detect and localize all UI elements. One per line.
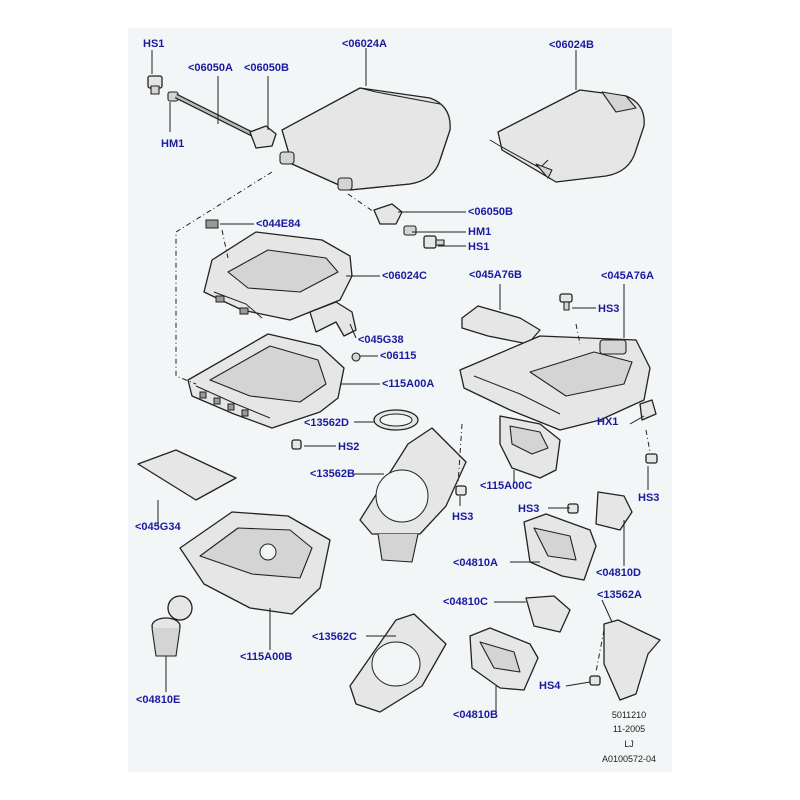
bezel-13562B — [359, 427, 467, 563]
callout-13562B: <13562B — [310, 468, 355, 480]
callout-044E84: <044E84 — [256, 218, 301, 230]
callout-04810C: <04810C — [443, 596, 488, 608]
pocket-04810C — [525, 595, 571, 633]
callout-115A00C: <115A00C — [480, 480, 533, 492]
screw-hs3-a — [559, 293, 573, 311]
armrest-lid-06024A — [279, 87, 451, 191]
callout-06050B-top: <06050B — [244, 62, 289, 74]
hinge-pin-hm1-mid — [403, 225, 417, 236]
screw-hs3-c — [645, 453, 658, 464]
footer-drawing-id: A0100572-04 — [601, 754, 657, 764]
callout-04810D: <04810D — [596, 567, 641, 579]
callout-115A00B: <115A00B — [240, 651, 293, 663]
bolt-hs1-mid — [423, 235, 445, 249]
callout-13562D: <13562D — [304, 417, 349, 429]
pocket-04810D — [595, 491, 633, 531]
callout-06024A: <06024A — [342, 38, 387, 50]
trim-13562A — [603, 619, 661, 701]
hinge-pin-06050A — [167, 91, 254, 137]
callout-hs1-mid: HS1 — [468, 241, 490, 253]
clip-06115 — [351, 352, 361, 362]
bin-115A00B — [179, 511, 331, 615]
callout-06024B: <06024B — [549, 39, 594, 51]
callout-06050B-mid: <06050B — [468, 206, 513, 218]
armrest-lid-06024B — [489, 89, 645, 183]
callout-hm1-mid: HM1 — [468, 226, 492, 238]
callout-04810A: <04810A — [453, 557, 498, 569]
screw-hs3-b — [455, 485, 467, 496]
callout-hs3-c: HS3 — [638, 492, 660, 504]
pad-044E84 — [205, 219, 219, 229]
hinge-bush-06050B-top — [249, 125, 277, 149]
cover-045A76B — [461, 305, 541, 345]
callout-hs3-a: HS3 — [598, 303, 620, 315]
socket-04810E — [151, 595, 193, 657]
callout-hs1-top: HS1 — [143, 38, 165, 50]
holder-04810A — [523, 513, 597, 581]
hook-hx1 — [639, 399, 657, 421]
callout-045A76A: <045A76A — [601, 270, 654, 282]
bracket-045G38 — [309, 301, 357, 337]
bezel-13562C — [349, 613, 447, 713]
callout-06050A: <06050A — [188, 62, 233, 74]
leader-lines — [151, 48, 649, 712]
callout-hs4: HS4 — [539, 680, 561, 692]
callout-hs3-b: HS3 — [452, 511, 474, 523]
footer-date: 11-2005 — [612, 724, 646, 734]
screw-hs4 — [589, 675, 601, 686]
callout-06024C: <06024C — [382, 270, 427, 282]
callout-hm1-top: HM1 — [161, 138, 185, 150]
ring-13562D — [373, 409, 419, 431]
screw-hs2 — [291, 439, 302, 450]
callout-045G38: <045G38 — [358, 334, 404, 346]
callout-045A76B: <045A76B — [469, 269, 522, 281]
callout-hs3-d: HS3 — [518, 503, 540, 515]
callout-hs2: HS2 — [338, 441, 360, 453]
hinge-bush-06050B-mid — [373, 203, 403, 225]
footer-ref-number: 5011210 — [611, 710, 647, 720]
mat-045G34 — [137, 449, 237, 501]
assembly-lines — [175, 171, 651, 673]
hinge-bolt-hs1-top — [147, 75, 163, 95]
callout-045G34: <045G34 — [135, 521, 181, 533]
callout-115A00A: <115A00A — [382, 378, 435, 390]
callout-13562C: <13562C — [312, 631, 357, 643]
callout-04810B: <04810B — [453, 709, 498, 721]
console-045A76A — [459, 335, 651, 431]
holder-04810B — [469, 627, 539, 691]
callout-13562A: <13562A — [597, 589, 642, 601]
base-115A00A — [187, 333, 345, 429]
cupholder-115A00C — [499, 415, 561, 479]
callout-hx1: HX1 — [597, 416, 619, 428]
tray-06024C — [203, 231, 353, 321]
callout-06115: <06115 — [380, 350, 417, 362]
footer-initials: LJ — [624, 739, 634, 749]
callout-04810E: <04810E — [136, 694, 181, 706]
